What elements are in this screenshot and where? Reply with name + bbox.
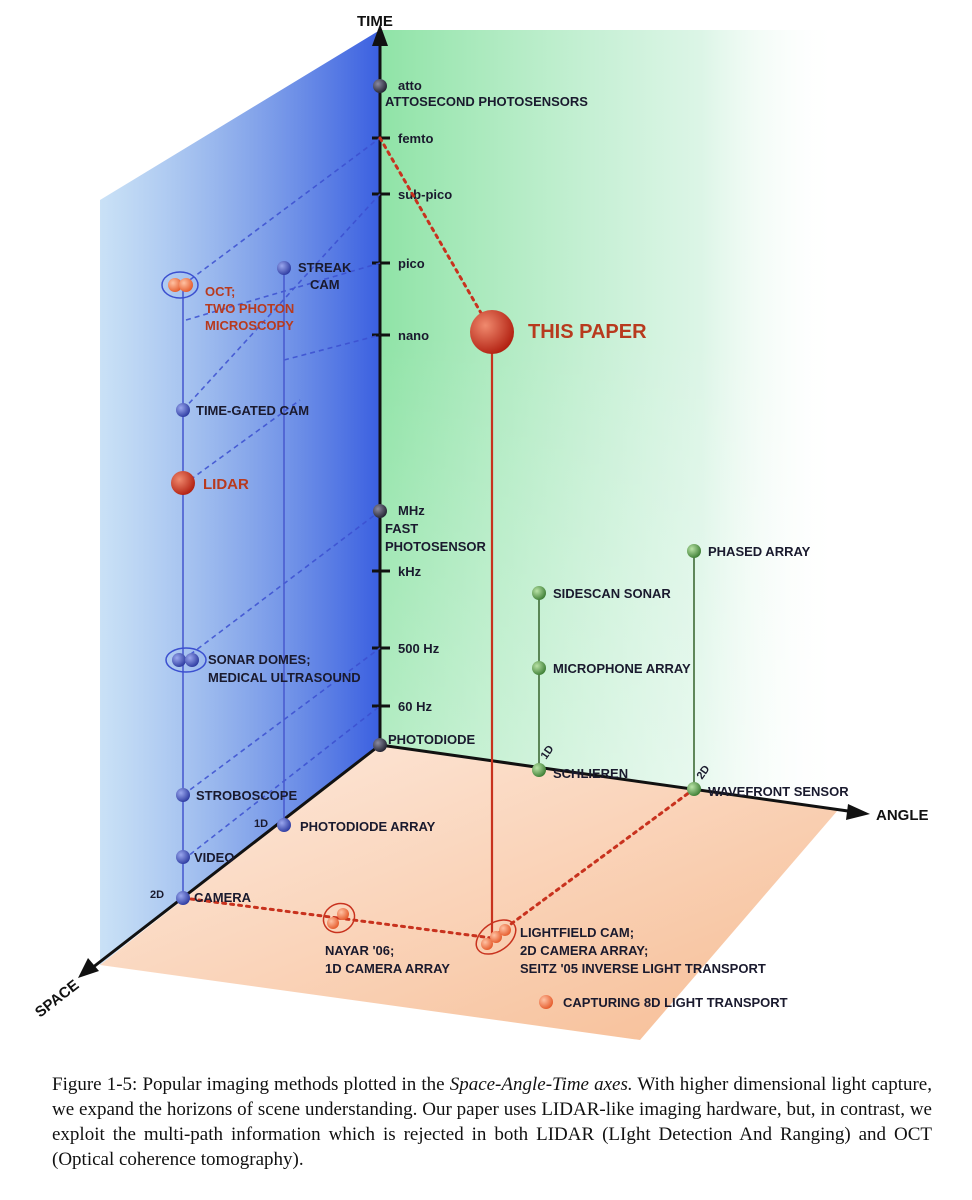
this-paper-node [470,310,514,354]
caption-italic: Space-Angle-Time axes. [449,1074,633,1095]
lidar-node [171,471,195,495]
time-gated-label: TIME-GATED CAM [196,403,309,418]
photodiode-array-label: PHOTODIODE ARRAY [300,819,436,834]
nayar-node-a [327,917,339,929]
axes [91,40,856,970]
mhz-node [373,504,387,518]
capturing-legend-label: CAPTURING 8D LIGHT TRANSPORT [563,995,788,1010]
wavefront-node [687,782,701,796]
tick-pico: pico [398,256,425,271]
streak-label-1: STREAK [298,260,352,275]
photodiode-label: PHOTODIODE [388,732,475,747]
tick-atto-note: ATTOSECOND PHOTOSENSORS [385,94,588,109]
phased-node [687,544,701,558]
nayar-label-2: 1D CAMERA ARRAY [325,961,450,976]
lightfield-ring [475,919,517,955]
oct-node-b [179,278,193,292]
microphone-node [532,661,546,675]
photodiode-array-1d: 1D [254,818,268,830]
space-time-plane [100,30,380,965]
tick-mhz-note-2: PHOTOSENSOR [385,539,487,554]
lightfield-label-2: 2D CAMERA ARRAY; [520,943,648,958]
space-angle-time-diagram: TIME ANGLE SPACE atto ATTOSECOND PHOTOSE… [32,13,929,1040]
stroboscope-node [176,788,190,802]
sonar-node-b [185,653,199,667]
atto-node [373,79,387,93]
time-ticks [372,136,390,708]
camera-label: CAMERA [194,890,252,905]
sonar-node-a [172,653,186,667]
capturing-legend-node [539,995,553,1009]
sidescan-node [532,586,546,600]
lightfield-node-b [490,931,502,943]
oct-label-2: TWO PHOTON [205,301,294,316]
figure-caption: Figure 1-5: Popular imaging methods plot… [52,1072,932,1172]
red-dotted-lines [181,136,696,940]
oct-label-3: MICROSCOPY [205,318,294,333]
projection-lines [182,137,381,861]
blue-nodes [165,261,291,905]
space-axis-label: SPACE [32,977,82,1022]
caption-prefix: Figure 1-5: Popular imaging methods plot… [52,1074,450,1095]
oct-label-1: OCT; [205,284,235,299]
oct-ring [161,271,199,299]
schlieren-node [532,763,546,777]
space-arrowhead [78,958,99,978]
camera-node [176,891,190,905]
lightfield-label-1: LIGHTFIELD CAM; [520,925,634,940]
lidar-label: LIDAR [203,476,249,493]
photodiode-array-node [277,818,291,832]
nayar-node-b [337,908,349,920]
tick-sub-pico: sub-pico [398,187,452,202]
this-paper-label: THIS PAPER [528,321,647,343]
wavefront-label: WAVEFRONT SENSOR [708,784,849,799]
lightfield-node-c [499,924,511,936]
caption-rest: With higher dimensional light capture, w… [52,1074,932,1170]
angle-arrowhead [846,804,870,820]
tick-mhz-note-1: FAST [385,521,418,536]
tick-nano: nano [398,328,429,343]
video-label: VIDEO [194,850,234,865]
lightfield-label-3: SEITZ '05 INVERSE LIGHT TRANSPORT [520,961,766,976]
tick-60hz: 60 Hz [398,699,432,714]
video-node [176,850,190,864]
time-axis-label: TIME [357,13,393,30]
time-gated-node [176,403,190,417]
lightfield-node-a [481,938,493,950]
angle-axis-label: ANGLE [876,807,929,824]
tick-khz: kHz [398,564,422,579]
microphone-label: MICROPHONE ARRAY [553,661,691,676]
camera-2d: 2D [150,889,164,901]
time-arrowhead [372,24,388,46]
nayar-ring [322,902,356,934]
phased-label: PHASED ARRAY [708,544,811,559]
nayar-label-1: NAYAR '06; [325,943,394,958]
tick-femto: femto [398,131,433,146]
green-nodes [532,544,701,796]
sonar-label-2: MEDICAL ULTRASOUND [208,670,361,685]
photodiode-node [373,738,387,752]
sonar-label-1: SONAR DOMES; [208,652,311,667]
sidescan-label: SIDESCAN SONAR [553,586,671,601]
oct-node-a [168,278,182,292]
stroboscope-label: STROBOSCOPE [196,788,297,803]
streak-label-2: CAM [310,277,340,292]
tick-mhz: MHz [398,503,425,518]
schlieren-label: SCHLIEREN [553,766,628,781]
tick-500hz: 500 Hz [398,641,440,656]
sonar-ring [165,647,207,673]
streak-cam-node [277,261,291,275]
tick-atto: atto [398,78,422,93]
